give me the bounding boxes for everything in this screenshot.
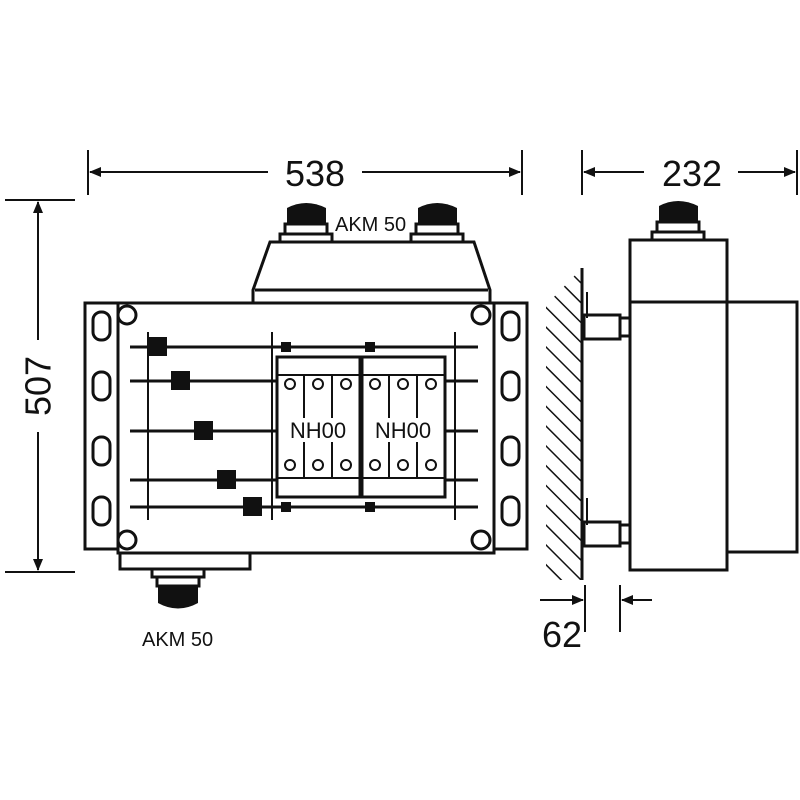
bottom-base bbox=[118, 553, 252, 571]
dimension-width: 538 bbox=[87, 150, 523, 195]
fuse-label-bg-right bbox=[369, 418, 439, 442]
bottom-cable-gland bbox=[150, 567, 206, 609]
fuse-label-right: NH00 bbox=[375, 418, 431, 443]
front-view: AKM 50 AKM 50 bbox=[83, 203, 529, 651]
dimension-wall-offset: 62 bbox=[540, 585, 652, 655]
top-hood bbox=[251, 240, 492, 302]
dimension-width-text: 538 bbox=[285, 153, 345, 194]
dimension-depth: 232 bbox=[581, 150, 798, 195]
fuse-label-left: NH00 bbox=[290, 418, 346, 443]
gland-label-bottom: AKM 50 bbox=[142, 629, 213, 651]
mounting-bracket-right bbox=[492, 301, 529, 551]
dimension-wall-offset-text: 62 bbox=[542, 614, 582, 655]
side-housing bbox=[628, 238, 799, 572]
dimension-depth-text: 232 bbox=[662, 153, 722, 194]
side-brackets bbox=[582, 292, 632, 548]
fuse-label-bg-left bbox=[284, 418, 354, 442]
top-cable-gland-left bbox=[278, 203, 334, 244]
dimension-height: 507 bbox=[5, 199, 75, 573]
corner-screws bbox=[116, 304, 492, 551]
side-view bbox=[546, 201, 799, 580]
gland-label-top: AKM 50 bbox=[335, 214, 406, 236]
dimension-height-text: 507 bbox=[18, 356, 59, 416]
busbar-connectors bbox=[148, 337, 375, 516]
top-cable-gland-right bbox=[409, 203, 465, 244]
mounting-bracket-left bbox=[83, 301, 120, 551]
side-cable-gland bbox=[650, 201, 706, 242]
mounting-wall bbox=[546, 268, 584, 580]
